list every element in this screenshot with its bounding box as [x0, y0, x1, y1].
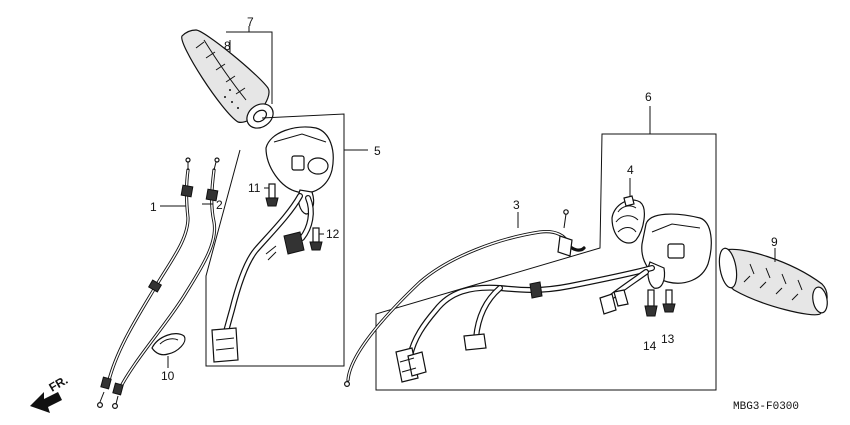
label-5: 5: [374, 144, 381, 158]
label-14: 14: [643, 339, 657, 353]
left-switch-wiring: [211, 193, 314, 363]
label-11: 11: [248, 181, 261, 195]
right-switch-housing: [641, 213, 712, 289]
left-grip: [181, 29, 274, 129]
label-13: 13: [661, 332, 675, 346]
right-switch-wiring: [395, 265, 655, 383]
label-3: 3: [513, 198, 520, 212]
label-2: 2: [216, 198, 223, 212]
front-direction-arrow-icon: [30, 392, 62, 413]
label-10: 10: [161, 369, 175, 383]
cable-clamp-10: [151, 333, 186, 356]
label-12: 12: [326, 227, 340, 241]
diagram-code: MBG3-F0300: [733, 401, 799, 413]
left-cables: [96, 157, 220, 410]
bolt-11: [264, 183, 279, 207]
label-4: 4: [627, 163, 634, 177]
bolt-12: [309, 227, 324, 251]
bolt-14: [644, 289, 658, 317]
label-1: 1: [150, 200, 157, 214]
label-9: 9: [771, 235, 778, 249]
throttle-cable: [344, 209, 586, 388]
front-label: FR.: [47, 373, 71, 395]
bracket-5: [205, 113, 345, 367]
leader-7: [226, 26, 273, 104]
label-8: 8: [224, 39, 231, 53]
label-6: 6: [645, 90, 652, 104]
right-grip: [718, 247, 828, 316]
bracket-6: [375, 133, 717, 391]
switch-spring-4: [611, 195, 645, 244]
label-7: 7: [247, 15, 254, 29]
bolt-13: [662, 289, 676, 313]
